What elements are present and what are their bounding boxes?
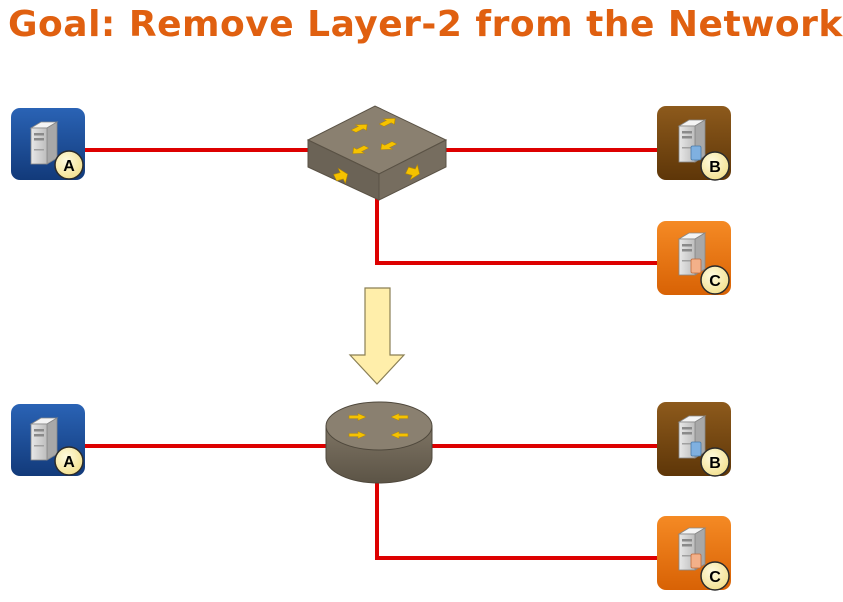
host-c-bottom: C bbox=[657, 516, 731, 591]
host-badge bbox=[700, 561, 730, 591]
transition-arrow bbox=[348, 287, 406, 385]
host-badge bbox=[700, 265, 730, 295]
host-label: A bbox=[63, 454, 75, 471]
host-label: C bbox=[709, 569, 721, 586]
server-icon bbox=[30, 121, 58, 165]
disk-icon bbox=[690, 553, 702, 569]
disk-icon bbox=[690, 258, 702, 274]
host-label: B bbox=[709, 455, 721, 472]
link-router-c bbox=[375, 480, 664, 560]
link-switch-c bbox=[375, 196, 664, 265]
page-title: Goal: Remove Layer-2 from the Network bbox=[8, 4, 843, 45]
layer2-switch bbox=[306, 105, 448, 201]
host-badge bbox=[700, 151, 730, 181]
host-b-top: B bbox=[657, 106, 731, 181]
router bbox=[325, 401, 433, 484]
top-links bbox=[80, 148, 664, 265]
disk-icon bbox=[690, 145, 702, 161]
host-c-top: C bbox=[657, 221, 731, 295]
host-label: A bbox=[63, 158, 75, 175]
disk-icon bbox=[690, 441, 702, 457]
network-diagram: A B C bbox=[11, 105, 731, 591]
host-a-bottom: A bbox=[11, 404, 85, 476]
host-badge bbox=[700, 447, 730, 477]
host-label: C bbox=[709, 273, 721, 290]
host-badge bbox=[54, 150, 84, 180]
bottom-links bbox=[80, 444, 664, 560]
host-a-top: A bbox=[11, 108, 85, 180]
host-b-bottom: B bbox=[657, 402, 731, 477]
host-badge bbox=[54, 446, 84, 476]
host-label: B bbox=[709, 159, 721, 176]
router-top bbox=[325, 401, 433, 451]
down-arrow-icon bbox=[348, 287, 406, 385]
server-icon bbox=[30, 417, 58, 461]
